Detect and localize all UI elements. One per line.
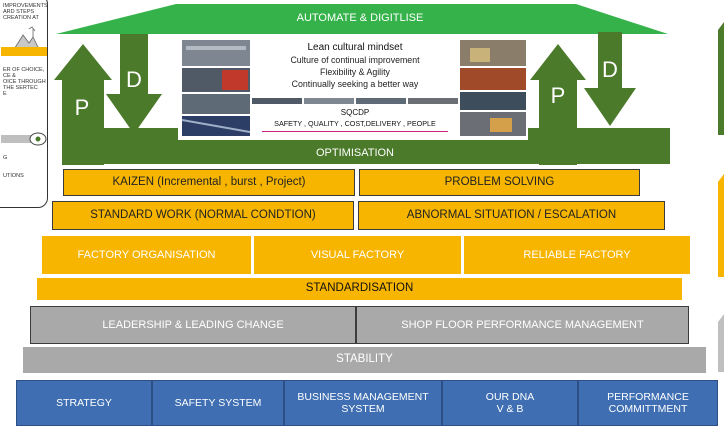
reliable-factory-box: RELIABLE FACTORY (464, 236, 690, 274)
center-panel: Lean cultural mindset Culture of continu… (178, 36, 528, 140)
left-up-arrow-label: P (74, 95, 90, 121)
shop-floor-box: SHOP FLOOR PERFORMANCE MANAGEMENT (356, 306, 689, 344)
side-text-line: UTIONS (3, 173, 24, 180)
side-panel-top-text: IMPROVEMENTS ARD STEPS CREATION AT (3, 3, 48, 22)
side-text-line: ER OF CHOICE, (3, 67, 45, 73)
safety-system-box: SAFETY SYSTEM (152, 380, 284, 426)
side-bar-grey (1, 135, 37, 143)
side-text-line: OICE THROUGH (3, 79, 46, 86)
side-text-line: THE SERTEC (3, 85, 38, 92)
business-management-box: BUSINESS MANAGEMENT SYSTEM (284, 380, 442, 426)
side-text-line: ARD STEPS (3, 9, 35, 16)
abnormal-situation-box: ABNORMAL SITUATION / ESCALATION (358, 201, 665, 230)
side-text-line: CREATION AT (3, 15, 39, 22)
mindset-line: Flexibility & Agility (320, 67, 390, 77)
problem-solving-box: PROBLEM SOLVING (359, 169, 640, 196)
side-text-line: IMPROVEMENTS (3, 3, 48, 9)
mindset-line: Continually seeking a better way (291, 79, 419, 89)
side-text-line: E (3, 91, 7, 98)
left-down-arrow-label: D (126, 67, 142, 93)
side-panel-mid-text: ER OF CHOICE, CE & OICE THROUGH THE SERT… (3, 67, 47, 97)
leadership-box: LEADERSHIP & LEADING CHANGE (30, 306, 356, 344)
kaizen-box: KAIZEN (Incremental , burst , Project) (63, 169, 355, 196)
right-edge-arrows (718, 22, 724, 372)
performance-commitment-box: PERFORMANCE COMMITTMENT (578, 380, 718, 426)
mindset-heading: Lean cultural mindset (307, 42, 403, 53)
mindset-line: Culture of continual improvement (290, 55, 420, 65)
eye-icon (29, 132, 47, 146)
sqcdp-title: SQCDP (340, 108, 370, 117)
optimisation-label: OPTIMISATION (315, 146, 395, 159)
right-down-arrow-label: D (602, 57, 618, 83)
side-panel-bottom-text: G UTIONS (3, 155, 47, 179)
side-bar-yellow (1, 47, 47, 56)
side-text-line: G (3, 155, 8, 161)
factory-photos-right (460, 40, 526, 136)
roof-label: AUTOMATE & DIGITLISE (296, 11, 424, 24)
stability-band: STABILITY (23, 347, 706, 373)
right-up-arrow-label: P (550, 83, 566, 109)
side-text-line: CE & (3, 73, 16, 80)
photo-strip (252, 98, 458, 104)
standardisation-band: STANDARDISATION (37, 278, 682, 300)
sqcdp-detail: SAFETY , QUALITY , COST,DELIVERY , PEOPL… (274, 119, 436, 128)
roof (56, 4, 668, 34)
visual-factory-box: VISUAL FACTORY (254, 236, 464, 274)
side-panel: IMPROVEMENTS ARD STEPS CREATION AT ER OF… (0, 0, 48, 208)
factory-photos-left (182, 40, 250, 136)
standard-work-box: STANDARD WORK (NORMAL CONDTION) (52, 201, 354, 230)
our-dna-box: OUR DNA V & B (442, 380, 578, 426)
factory-organisation-box: FACTORY ORGANISATION (42, 236, 254, 274)
strategy-box: STRATEGY (16, 380, 152, 426)
sqcdp-underline (262, 131, 448, 133)
